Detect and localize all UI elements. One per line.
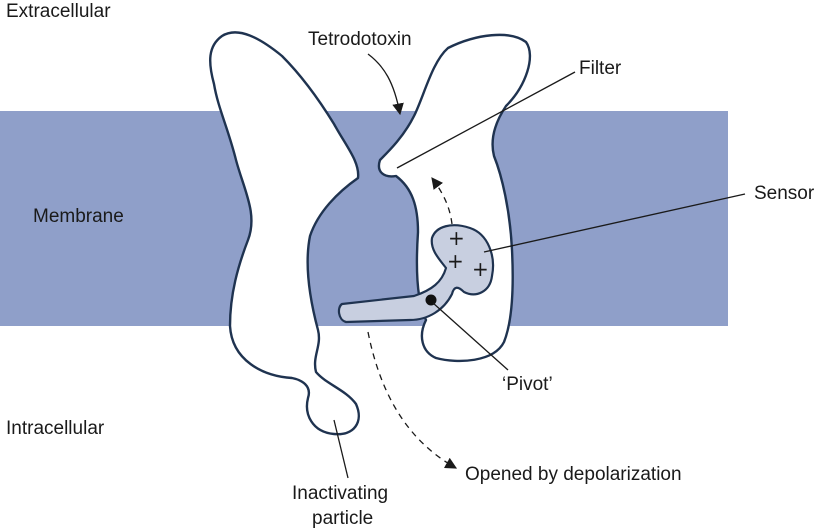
inactivating-particle-label-line2: particle [312,508,373,529]
sensor-charge: + [447,249,464,273]
gate-opening-arrow [367,331,458,469]
sensor-charge: + [448,226,465,250]
inactivating-leader [333,419,349,479]
pivot-point [425,294,437,306]
inactivating-particle-label-line1: Inactivating [292,483,388,504]
intracellular-label: Intracellular [6,418,105,439]
tetrodotoxin-label: Tetrodotoxin [308,29,412,50]
membrane-label: Membrane [33,206,124,227]
membrane-band [0,111,728,326]
sensor-label: Sensor [754,183,815,204]
filter-label: Filter [579,58,622,79]
sensor-leader [483,193,746,253]
channel-left-subunit [209,31,360,436]
pivot-label: ‘Pivot’ [502,374,553,395]
tetrodotoxin-arrow [367,53,404,116]
extracellular-label: Extracellular [6,1,111,22]
voltage-sensor-gate [337,224,495,324]
pivot-leader [432,302,509,371]
opened-by-depolarization-label: Opened by depolarization [465,464,682,485]
sensor-movement-arrow [431,177,453,225]
filter-leader [396,71,576,169]
sensor-charge: + [472,257,489,281]
